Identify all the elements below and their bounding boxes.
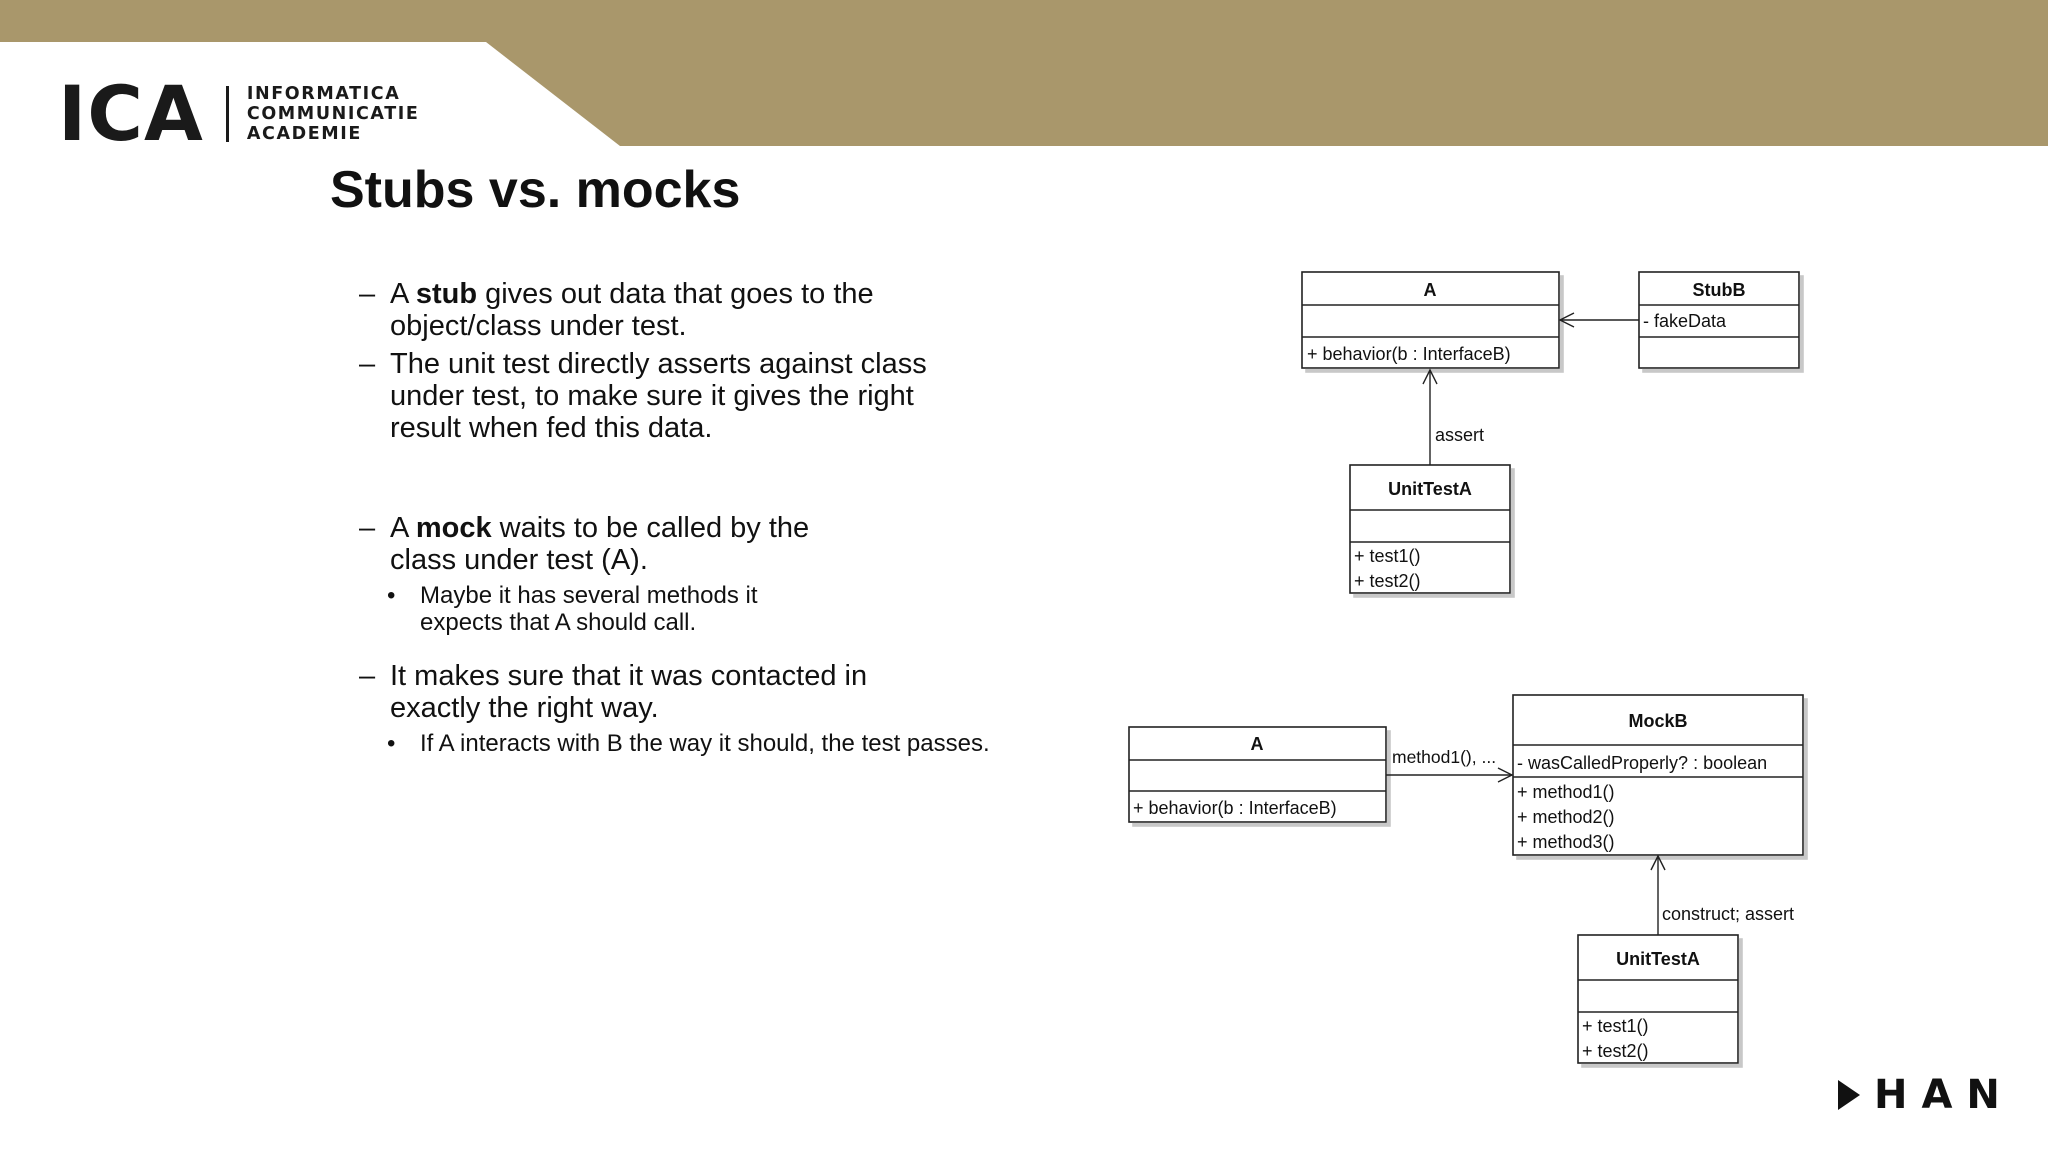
class-mockb-attr: - wasCalledProperly? : boolean bbox=[1517, 753, 1767, 773]
construct-label: construct; assert bbox=[1662, 904, 1794, 924]
class-a-bottom-method: + behavior(b : InterfaceB) bbox=[1133, 798, 1337, 818]
class-stubb-name: StubB bbox=[1693, 280, 1746, 300]
uml-class-a-top: A + behavior(b : InterfaceB) bbox=[1301, 271, 1560, 369]
class-unittesta-top-name: UnitTestA bbox=[1388, 479, 1472, 499]
class-a-top-method: + behavior(b : InterfaceB) bbox=[1307, 344, 1511, 364]
arrow-stubb-to-a bbox=[1558, 312, 1639, 328]
bullet-stub: A stub gives out data that goes to the o… bbox=[355, 278, 890, 342]
class-mockb-method1: + method1() bbox=[1517, 782, 1615, 802]
class-a-bottom-name: A bbox=[1251, 734, 1264, 754]
logo-mark: ICA bbox=[58, 69, 204, 158]
slide-title: Stubs vs. mocks bbox=[330, 161, 741, 219]
assert-label: assert bbox=[1435, 425, 1484, 445]
bullet-stub-rest: gives out data that goes to the object/c… bbox=[390, 278, 874, 342]
uml-class-mockb: MockB - wasCalledProperly? : boolean + m… bbox=[1512, 694, 1804, 856]
banner-shape bbox=[0, 0, 2048, 146]
han-brand: HAN bbox=[1874, 1072, 2014, 1118]
bullet-mock-rest: waits to be called by the class under te… bbox=[390, 512, 810, 576]
bullet-list: A stub gives out data that goes to the o… bbox=[355, 278, 1075, 757]
class-unittesta-bottom-name: UnitTestA bbox=[1616, 949, 1700, 969]
uml-class-unittesta-top: UnitTestA + test1() + test2() bbox=[1349, 464, 1511, 594]
class-a-top-name: A bbox=[1424, 280, 1437, 300]
sub-bullet-methods: Maybe it has several methods it expects … bbox=[355, 582, 840, 636]
bullet-mock-keyword: mock bbox=[415, 512, 492, 544]
class-mockb-method2: + method2() bbox=[1517, 807, 1615, 827]
arrow-a-to-mockb bbox=[1386, 767, 1514, 783]
bullet-stub-prefix: A bbox=[390, 278, 416, 310]
class-unittesta-bottom-test1: + test1() bbox=[1582, 1016, 1649, 1036]
uml-class-stubb: StubB - fakeData bbox=[1638, 271, 1800, 369]
bullet-mock: A mock waits to be called by the class u… bbox=[355, 512, 830, 576]
logo-line-2: COMMUNICATIE bbox=[246, 104, 420, 124]
header-banner bbox=[0, 0, 2048, 146]
uml-class-unittesta-bottom: UnitTestA + test1() + test2() bbox=[1577, 934, 1739, 1064]
class-unittesta-bottom-test2: + test2() bbox=[1582, 1041, 1649, 1061]
bullet-stub-keyword: stub bbox=[415, 278, 478, 310]
class-unittesta-top-test1: + test1() bbox=[1354, 546, 1421, 566]
logo-separator bbox=[225, 86, 229, 142]
logo-line-1: INFORMATICA bbox=[246, 84, 401, 104]
han-logo: HAN bbox=[1838, 1072, 2014, 1118]
play-triangle-icon bbox=[1838, 1080, 1860, 1110]
class-mockb-name: MockB bbox=[1628, 711, 1687, 731]
class-stubb-attr: - fakeData bbox=[1643, 311, 1727, 331]
class-unittesta-top-test2: + test2() bbox=[1354, 571, 1421, 591]
uml-class-a-bottom: A + behavior(b : InterfaceB) bbox=[1128, 726, 1387, 823]
class-mockb-method3: + method3() bbox=[1517, 832, 1615, 852]
logo-words: INFORMATICA COMMUNICATIE ACADEMIE bbox=[247, 84, 420, 144]
arrow-construct-assert bbox=[1650, 854, 1666, 935]
call-label: method1(), ... bbox=[1392, 747, 1496, 767]
bullet-mock-prefix: A bbox=[390, 512, 416, 544]
arrow-assert bbox=[1422, 368, 1438, 465]
ica-logo: ICA INFORMATICA COMMUNICATIE ACADEMIE bbox=[58, 76, 419, 152]
logo-line-3: ACADEMIE bbox=[246, 124, 362, 144]
bullet-contacted: It makes sure that it was contacted in e… bbox=[355, 660, 890, 724]
sub-bullet-passes: If A interacts with B the way it should,… bbox=[355, 730, 1120, 757]
bullet-assert: The unit test directly asserts against c… bbox=[355, 348, 950, 444]
